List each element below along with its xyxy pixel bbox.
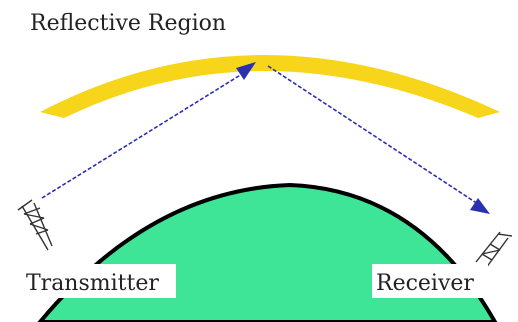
incident-signal-ray	[41, 73, 243, 199]
receiver-label-background	[372, 264, 488, 298]
transmitter-label: Transmitter	[26, 271, 159, 296]
receiver-antenna-icon	[475, 231, 513, 269]
reflective-region-band	[40, 55, 500, 118]
reflected-ray-arrowhead	[470, 198, 490, 214]
transmitter-label-background	[20, 264, 176, 298]
earth-surface	[37, 182, 498, 322]
transmitter-antenna-icon	[17, 199, 53, 251]
incident-ray-arrowhead	[236, 62, 256, 80]
receiver-label: Receiver	[376, 271, 474, 296]
reflected-signal-ray	[267, 65, 479, 205]
reflective-region-label: Reflective Region	[30, 11, 226, 36]
